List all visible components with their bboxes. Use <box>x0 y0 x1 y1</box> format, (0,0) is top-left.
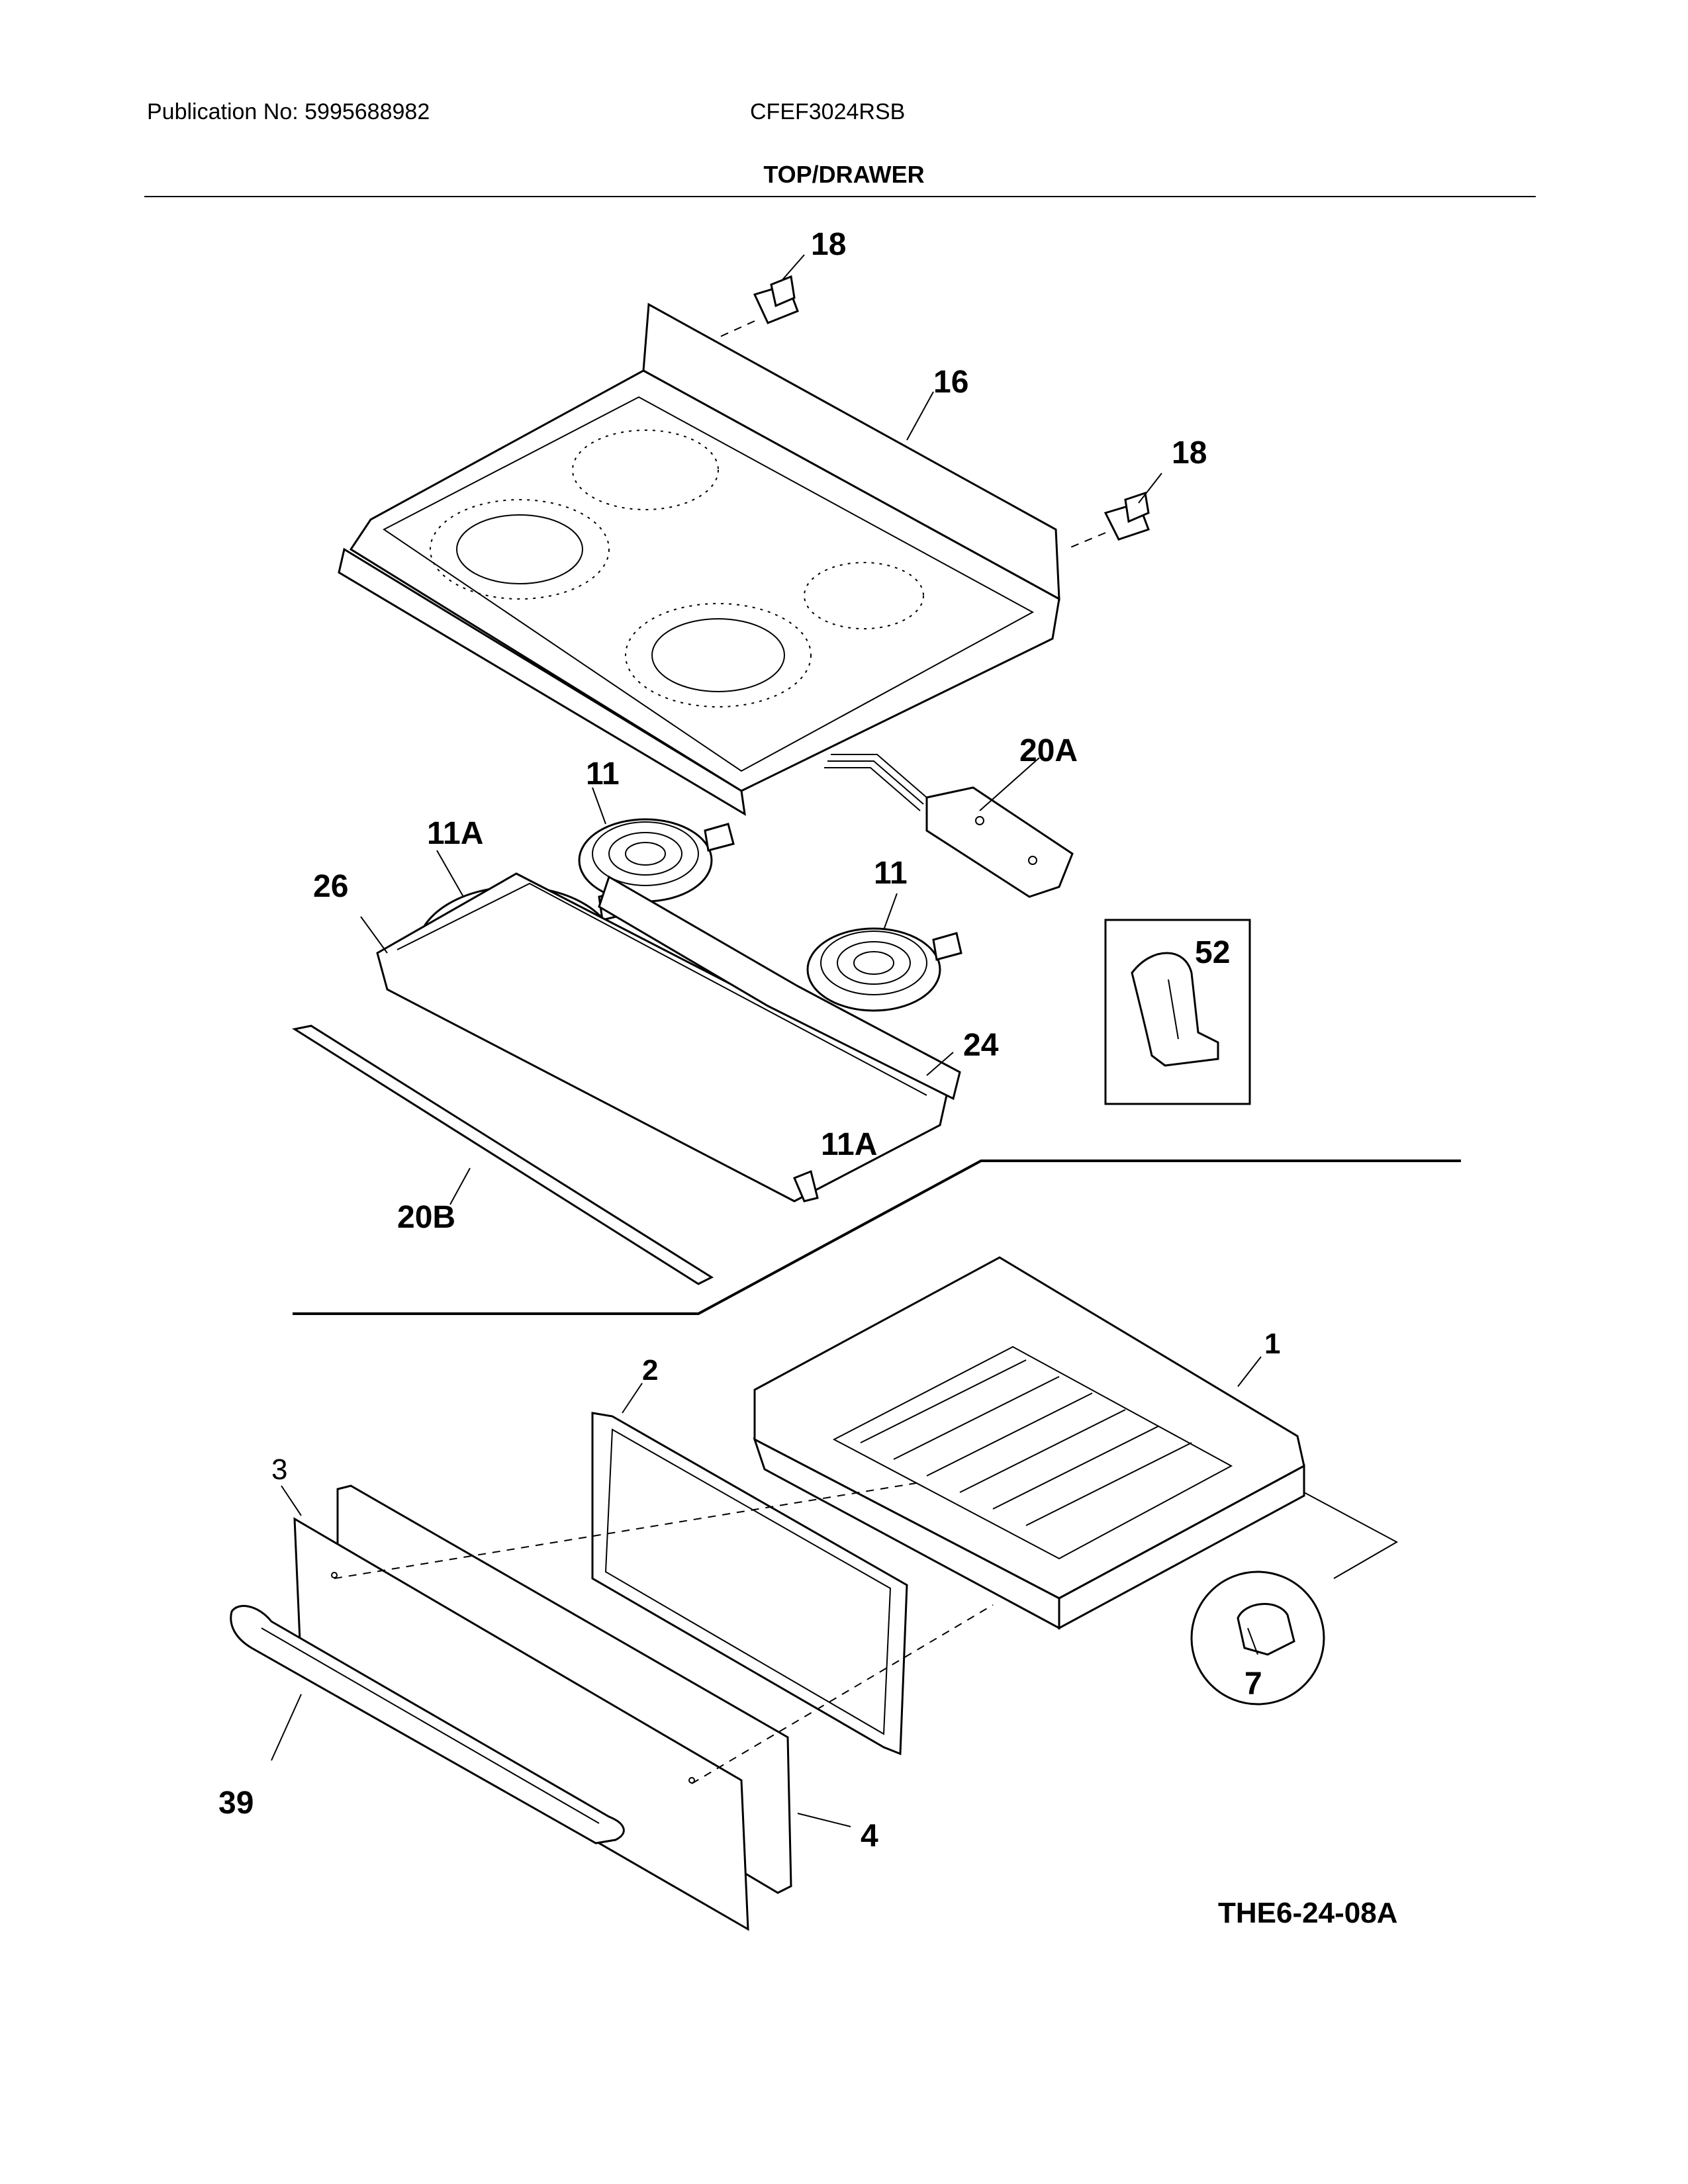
section-title: TOP/DRAWER <box>763 161 925 188</box>
callout-39: 39 <box>218 1786 254 1821</box>
section-divider-line <box>293 1160 1461 1315</box>
callout-18-top: 18 <box>811 227 846 262</box>
figure-code: THE6-24-08A <box>1218 1897 1397 1929</box>
mounting-bracket-left <box>718 254 805 338</box>
publication-number: Publication No: 5995688982 <box>147 99 430 124</box>
element-bracket-front <box>598 875 961 1101</box>
callout-2: 2 <box>642 1354 658 1387</box>
inset-part-7 <box>1190 1570 1325 1706</box>
callout-20b: 20B <box>397 1200 455 1235</box>
terminal-block-wiring <box>824 754 1074 898</box>
cooktop-top-assembly <box>338 302 1060 816</box>
drawer-handle <box>230 1605 625 1844</box>
callout-11-rear-right: 11 <box>874 856 908 891</box>
surface-element-rear-left <box>578 787 735 903</box>
callout-26: 26 <box>313 869 348 904</box>
callout-16: 16 <box>933 365 968 400</box>
element-bracket-rear <box>360 872 948 1203</box>
callout-7: 7 <box>1244 1666 1262 1702</box>
surface-element-rear-right <box>806 893 962 1012</box>
callout-1: 1 <box>1264 1328 1280 1360</box>
model-number: CFEF3024RSB <box>750 99 906 124</box>
callout-4: 4 <box>861 1819 878 1854</box>
header-rule <box>144 196 1536 197</box>
leader-16 <box>906 391 934 441</box>
inset-part-52 <box>1104 919 1251 1105</box>
drawer-body <box>753 1256 1399 1630</box>
callout-24: 24 <box>963 1028 999 1063</box>
callout-52: 52 <box>1195 935 1230 970</box>
callout-11a-front: 11A <box>821 1127 877 1162</box>
callout-11a-large: 11A <box>427 816 483 851</box>
drawer-inner-panel <box>591 1383 908 1756</box>
assembly-line-2 <box>691 1604 994 1784</box>
assembly-line-1 <box>334 1482 921 1579</box>
callout-3: 3 <box>271 1453 287 1486</box>
callout-20a: 20A <box>1019 733 1078 768</box>
mounting-bracket-right <box>1065 473 1162 550</box>
front-trim-strip <box>292 1024 714 1285</box>
callout-18-right: 18 <box>1172 435 1207 471</box>
callout-11-rear-left: 11 <box>586 756 620 792</box>
